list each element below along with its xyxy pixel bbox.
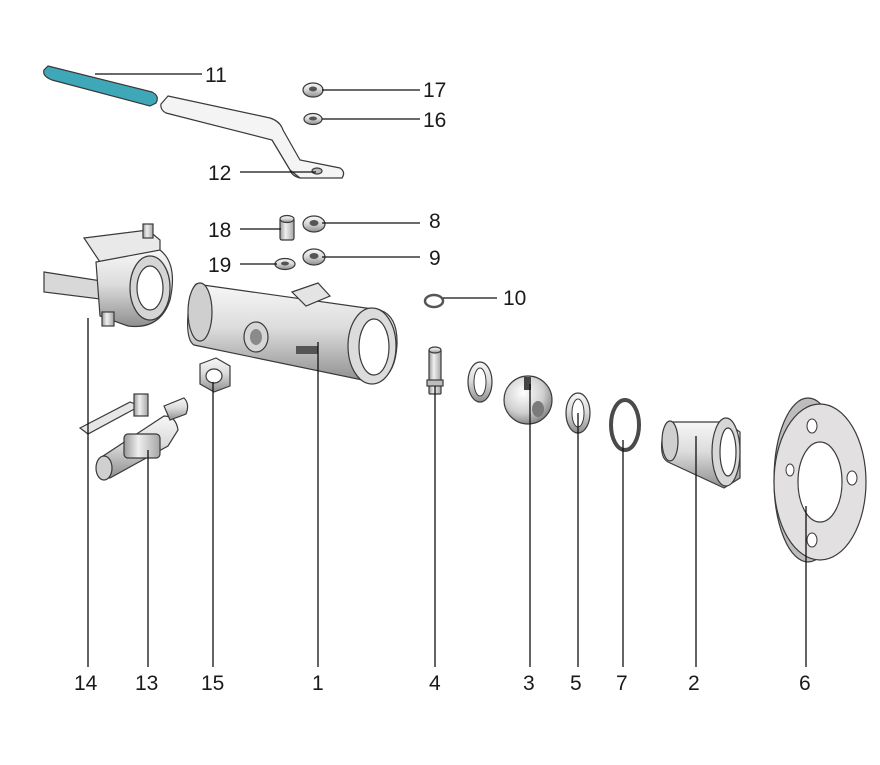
label-7: 7 (616, 672, 628, 695)
label-6: 6 (799, 672, 811, 695)
label-17: 17 (423, 79, 446, 102)
washer-part-19 (274, 257, 296, 271)
end-connector-part-2 (661, 417, 741, 489)
label-3: 3 (523, 672, 535, 695)
nut-part-9 (302, 248, 326, 266)
label-1: 1 (312, 672, 324, 695)
callout-labels: 11 17 16 12 18 8 19 9 10 14 13 15 1 4 3 … (74, 64, 811, 695)
gasket-part-7 (609, 398, 641, 452)
label-11: 11 (205, 64, 227, 87)
handle-grip-part (43, 65, 158, 107)
leader-lines (87, 73, 807, 667)
label-10: 10 (503, 287, 526, 310)
label-8: 8 (429, 210, 441, 233)
flange-part-6 (773, 397, 867, 563)
small-ball-valve-part-13 (78, 393, 189, 481)
label-5: 5 (570, 672, 582, 695)
mount-bracket-part-14 (43, 223, 173, 328)
valve-body-part-1 (187, 282, 398, 385)
label-13: 13 (135, 672, 158, 695)
label-19: 19 (208, 254, 231, 277)
label-4: 4 (429, 672, 441, 695)
nut-part-8 (302, 215, 326, 233)
label-14: 14 (74, 672, 98, 695)
label-16: 16 (423, 109, 446, 132)
label-9: 9 (429, 247, 441, 270)
ring-part-10 (423, 293, 445, 309)
label-18: 18 (208, 219, 231, 242)
hex-nut-part-15 (199, 357, 231, 393)
seat-ring-left (467, 361, 493, 403)
washer-part-16 (303, 112, 323, 126)
handle-lever-part (160, 95, 345, 179)
label-12: 12 (208, 162, 231, 185)
label-15: 15 (201, 672, 224, 695)
label-2: 2 (688, 672, 700, 695)
ball-part-3 (503, 375, 553, 425)
bolt-part-18 (279, 214, 295, 241)
nut-part-17 (302, 82, 324, 98)
